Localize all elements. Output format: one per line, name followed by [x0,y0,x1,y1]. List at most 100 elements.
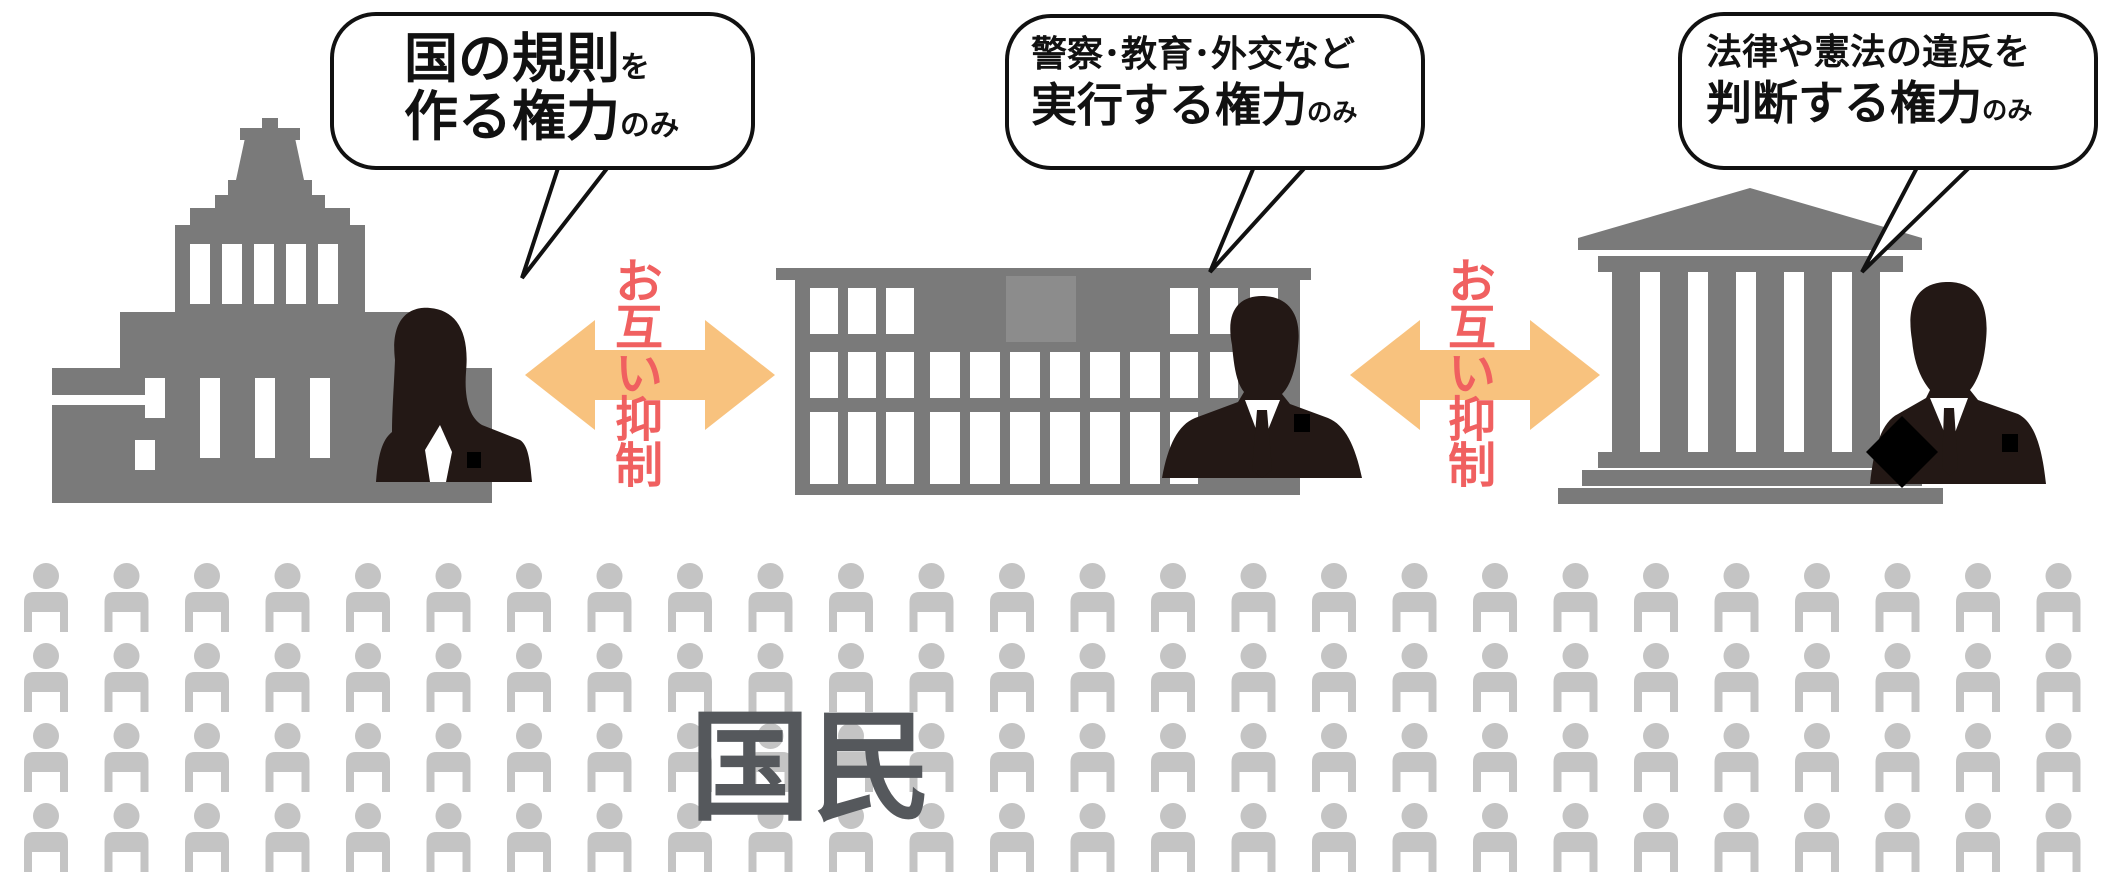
judicial-line2: 判断する権力 [1706,75,1982,130]
person-icon [1875,643,1920,712]
person-icon [587,643,632,712]
person-icon [1956,723,2000,792]
person-icon [426,563,471,632]
person-icon [1070,803,1115,872]
person-icon [990,723,1034,792]
judicial-speech-bubble: 法律や憲法の違反を 判断する権力のみ [1678,12,2098,170]
person-icon [668,563,712,632]
person-icon [426,803,471,872]
person-icon [346,563,390,632]
person-icon [587,563,632,632]
person-icon [1231,643,1276,712]
person-icon [104,723,149,792]
citizens-label: 国民 [690,699,934,838]
person-icon [1473,643,1517,712]
judicial-line1: 法律や憲法の違反を [1706,32,2031,73]
person-icon [1473,563,1517,632]
person-icon [185,563,229,632]
legislative-line2-suffix: のみ [620,108,680,144]
legislative-speech-bubble: 国の規則を 作る権力のみ [330,12,755,170]
double-arrow-icon [525,320,775,430]
person-icon [668,723,712,792]
person-icon [1473,723,1517,792]
person-icon [829,563,873,632]
person-icon [587,723,632,792]
person-icon [829,803,873,872]
person-icon [1312,803,1356,872]
person-icon [1070,563,1115,632]
person-icon [748,723,793,792]
person-icon [507,563,551,632]
person-icon [265,643,310,712]
person-icon [1151,643,1195,712]
person-icon [1070,643,1115,712]
person-icon [346,723,390,792]
person-icon [426,723,471,792]
person-icon [507,723,551,792]
person-icon [1714,803,1759,872]
person-icon [2036,643,2081,712]
person-icon [104,803,149,872]
person-icon [990,643,1034,712]
person-icon [909,803,954,872]
person-icon [1553,803,1598,872]
executive-speech-bubble: 警察･教育･外交など 実行する権力のみ [1005,14,1425,170]
person-icon [1795,643,1839,712]
person-icon [909,563,954,632]
person-icon [1795,723,1839,792]
bubble-tail [1860,160,1980,274]
executive-line2: 実行する権力 [1031,77,1307,132]
man-silhouette-icon [1162,296,1362,478]
person-icon [24,803,68,872]
executive-line2-suffix: のみ [1307,97,1358,127]
person-icon [748,563,793,632]
person-icon [24,643,68,712]
person-icon [185,803,229,872]
person-icon [2036,803,2081,872]
legislative-line1: 国の規則 [404,27,620,90]
person-icon [1875,803,1920,872]
person-icon [1151,563,1195,632]
mutual-check-label-left: お互い抑制 [606,256,662,486]
person-icon [748,643,793,712]
person-icon [668,803,712,872]
double-arrow-icon [1350,320,1600,430]
citizens-crowd [24,563,2081,872]
person-icon [829,643,873,712]
person-icon [507,803,551,872]
person-icon [1312,643,1356,712]
person-icon [24,723,68,792]
person-icon [507,643,551,712]
person-icon [1795,563,1839,632]
bubble-tail [520,160,617,280]
person-icon [1634,643,1678,712]
person-icon [1231,563,1276,632]
man-silhouette-icon [1866,282,2046,488]
person-icon [1634,803,1678,872]
person-icon [1553,563,1598,632]
legislative-line1-particle: を [620,50,650,85]
person-icon [185,643,229,712]
person-icon [346,643,390,712]
person-icon [1634,723,1678,792]
person-icon [2036,723,2081,792]
person-icon [1553,723,1598,792]
person-icon [587,803,632,872]
person-icon [1312,563,1356,632]
person-icon [1231,803,1276,872]
person-icon [265,723,310,792]
person-icon [426,643,471,712]
person-icon [1634,563,1678,632]
person-icon [1392,563,1437,632]
executive-line1: 警察･教育･外交など [1031,34,1356,75]
person-icon [24,563,68,632]
person-icon [185,723,229,792]
person-icon [265,803,310,872]
bubble-tail [1208,160,1315,274]
person-icon [1151,723,1195,792]
person-icon [1875,563,1920,632]
person-icon [990,803,1034,872]
person-icon [990,563,1034,632]
court-building-icon [1558,188,1943,504]
